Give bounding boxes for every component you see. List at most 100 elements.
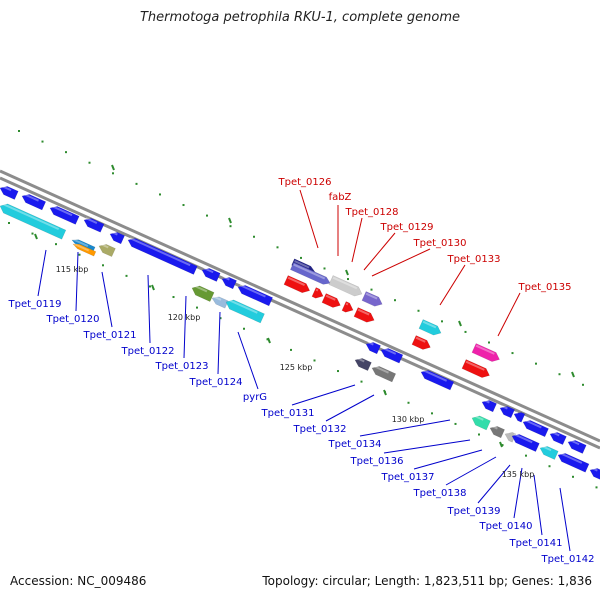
gene-label: Tpet_0132	[293, 424, 347, 435]
gene-arrow-reverse	[365, 341, 381, 355]
kbp-label: 115 kbp	[56, 265, 89, 274]
gene-arrow-reverse	[83, 217, 105, 233]
backbone-line-outer	[0, 169, 600, 443]
gene-label: Tpet_0133	[447, 254, 501, 265]
gene-arrow-reverse	[211, 295, 229, 309]
gene-label: fabZ	[329, 192, 352, 203]
gene-arrow-reverse	[72, 243, 97, 257]
tick-mark-lower	[501, 444, 504, 447]
tick-mark-upper	[488, 341, 490, 344]
label-leader	[497, 292, 521, 337]
tick-mark-upper	[206, 214, 208, 217]
gene-arrow-forward	[418, 319, 442, 336]
tick-mark-upper	[182, 204, 185, 207]
gene-labels: Tpet_0126fabZTpet_0128Tpet_0129Tpet_0130…	[8, 177, 595, 565]
gene-label: Tpet_0137	[381, 472, 435, 483]
tick-mark-upper	[88, 161, 91, 164]
tick-mark-lower	[525, 454, 527, 457]
topology-text: Topology: circular; Length: 1,823,511 bp…	[262, 574, 592, 588]
label-leader	[291, 384, 356, 406]
gene-arrow-forward	[461, 359, 490, 378]
gene-arrow-forward	[361, 291, 383, 307]
gene-arrow-reverse	[0, 185, 19, 200]
tick-mark-upper	[464, 330, 467, 333]
gene-arrow-reverse	[49, 205, 80, 225]
label-leader	[217, 311, 221, 375]
label-leader	[413, 449, 483, 470]
gene-arrow-reverse	[371, 365, 397, 383]
tick-mark-lower	[360, 380, 363, 383]
accession-text: Accession: NC_009486	[10, 574, 147, 588]
gene-arrow-reverse	[539, 445, 559, 460]
label-leader	[237, 331, 259, 390]
tick-mark-lower	[102, 264, 104, 267]
tick-mark-upper	[558, 373, 561, 376]
tick-mark-upper	[535, 362, 537, 365]
gene-arrow-reverse	[237, 284, 274, 307]
tick-mark-lower	[407, 401, 410, 404]
gene-arrow-forward	[311, 287, 324, 299]
gene-label: Tpet_0123	[155, 361, 209, 372]
label-leader	[383, 439, 471, 454]
gene-arrow-forward	[471, 343, 500, 362]
map-title: Thermotoga petrophila RKU-1, complete ge…	[139, 10, 461, 25]
label-leader	[351, 217, 363, 263]
tick-mark-lower	[313, 359, 316, 362]
major-tick	[383, 389, 387, 396]
gene-arrow-reverse	[127, 237, 198, 275]
gene-arrow-reverse	[380, 347, 404, 364]
tick-mark-lower	[8, 222, 10, 224]
tick-mark-upper	[276, 246, 279, 249]
tick-mark-lower	[219, 317, 222, 320]
tick-mark-upper	[18, 130, 20, 132]
label-leader	[147, 274, 151, 344]
gene-arrow-forward	[321, 293, 341, 308]
gene-arrow-reverse	[354, 357, 372, 372]
tick-mark-lower	[243, 327, 245, 330]
tick-mark-upper	[511, 352, 514, 355]
major-tick	[345, 269, 349, 276]
tick-mark-lower	[78, 253, 81, 256]
major-tick	[458, 320, 462, 327]
tick-mark-lower	[125, 274, 128, 277]
gene-arrow-reverse	[567, 439, 587, 454]
tick-mark-lower	[149, 285, 151, 288]
tick-mark-upper	[347, 278, 349, 281]
major-tick	[151, 284, 155, 291]
kbp-label: 135 kbp	[502, 470, 535, 479]
label-leader	[371, 248, 431, 277]
gene-label: Tpet_0124	[189, 377, 243, 388]
gene-arrow-reverse	[511, 433, 540, 452]
genome-backbone	[0, 169, 600, 450]
gene-arrow-reverse	[481, 399, 497, 413]
gene-arrow-reverse	[201, 267, 221, 282]
tick-mark-upper	[41, 140, 44, 143]
gene-arrow-reverse	[489, 425, 505, 439]
gene-label: Tpet_0134	[328, 439, 382, 450]
gene-label: Tpet_0126	[278, 177, 332, 188]
tick-mark-upper	[582, 383, 584, 386]
label-leader	[325, 394, 375, 422]
major-tick	[228, 217, 232, 224]
tick-mark-lower	[431, 412, 433, 415]
gene-label: Tpet_0122	[121, 346, 175, 357]
gene-label: Tpet_0128	[345, 207, 399, 218]
gene-label: pyrG	[243, 392, 267, 403]
tick-mark-upper	[112, 172, 114, 175]
tick-mark-upper	[253, 235, 255, 238]
gene-label: Tpet_0140	[479, 521, 533, 532]
label-leader	[445, 456, 497, 486]
gene-arrow-reverse	[0, 202, 67, 240]
gene-label: Tpet_0142	[541, 554, 595, 565]
gene-label: Tpet_0130	[413, 238, 467, 249]
gene-label: Tpet_0141	[509, 538, 563, 549]
gene-arrow-reverse	[549, 431, 567, 446]
tick-mark-upper	[300, 256, 302, 259]
tick-mark-upper	[229, 225, 232, 228]
tick-mark-lower	[595, 486, 598, 489]
label-leader	[299, 189, 319, 249]
gene-label: Tpet_0135	[518, 282, 572, 293]
gene-arrow-reverse	[513, 411, 526, 423]
